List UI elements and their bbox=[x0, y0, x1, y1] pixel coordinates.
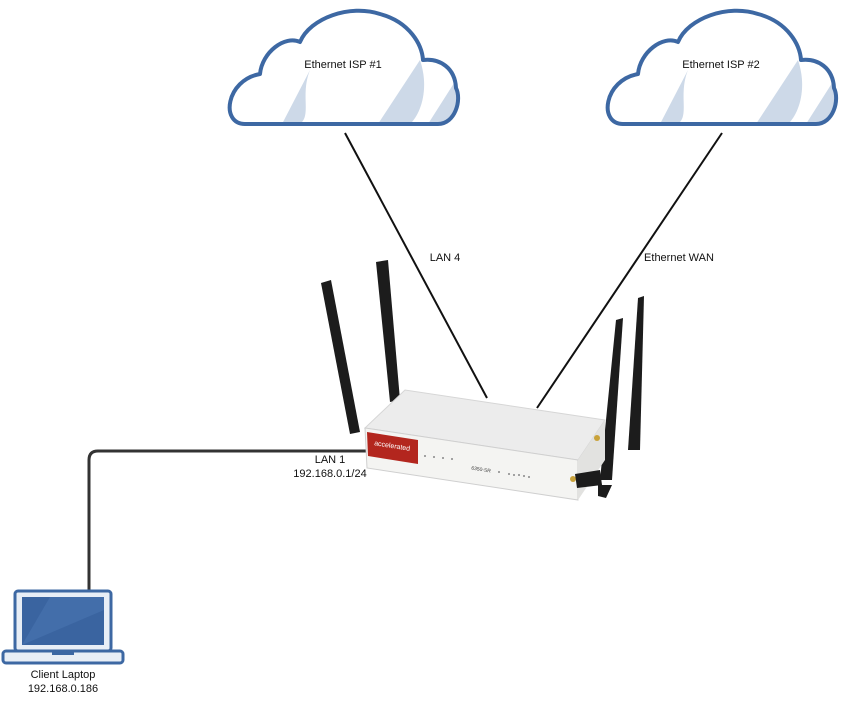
link-lan1 bbox=[87, 449, 372, 590]
isp1-label: Ethernet ISP #1 bbox=[304, 59, 382, 71]
cloud-icon bbox=[605, 8, 839, 126]
link-lan4 bbox=[344, 132, 488, 399]
link-ethernet-wan bbox=[536, 132, 723, 409]
lan1-label: LAN 1 bbox=[314, 454, 346, 466]
laptop-ip-label: 192.168.0.186 bbox=[27, 683, 99, 695]
lan1-ip-label: 192.168.0.1/24 bbox=[293, 468, 367, 480]
router-icon bbox=[321, 260, 644, 501]
isp2-label: Ethernet ISP #2 bbox=[682, 59, 760, 71]
lan4-label: LAN 4 bbox=[429, 252, 461, 264]
cloud-icon bbox=[227, 8, 461, 126]
laptop-label: Client Laptop bbox=[30, 669, 96, 681]
ethernet-wan-label: Ethernet WAN bbox=[644, 252, 714, 264]
laptop-icon bbox=[1, 589, 125, 665]
